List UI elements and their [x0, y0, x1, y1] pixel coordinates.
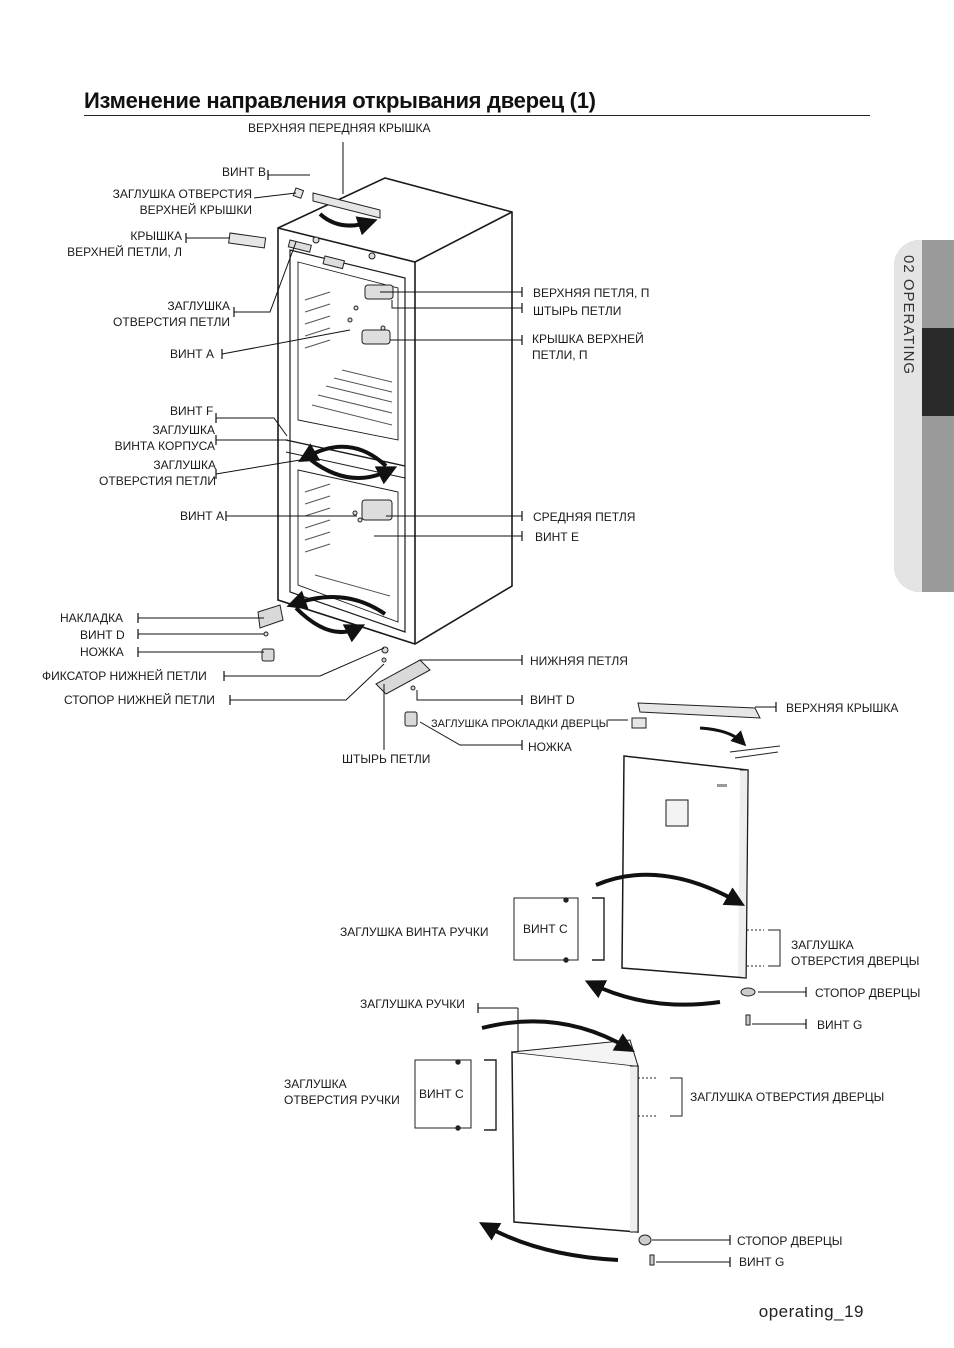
side-tab-inner: [894, 240, 922, 592]
bottom-hinge-assembly: [257, 604, 431, 727]
fridge-door: [511, 1039, 639, 1233]
label-cover-plate: НАКЛАДКА: [60, 611, 124, 625]
leader-ticks: [137, 170, 807, 1267]
door-hole-cap-bracket-2: [638, 1077, 683, 1266]
label-top-cover-hole-cap: ЗАГЛУШКА ОТВЕРСТИЯ ВЕРХНЕЙ КРЫШКИ: [112, 187, 252, 217]
label-hinge-pin: ШТЫРЬ ПЕТЛИ: [342, 752, 431, 766]
screw-c-box: [513, 897, 579, 961]
label-hinge-pin-2: ШТЫРЬ ПЕТЛИ: [533, 304, 622, 318]
label-leg-1: НОЖКА: [80, 645, 124, 659]
label-middle-hinge: СРЕДНЯЯ ПЕТЛЯ: [533, 510, 636, 524]
side-tab-label: 02 OPERATING: [900, 255, 917, 376]
label-door-gasket-cap: ЗАГЛУШКА ПРОКЛАДКИ ДВЕРЦЫ: [431, 718, 609, 730]
label-screw-c-1: ВИНТ C: [523, 922, 568, 936]
label-screw-f: ВИНТ F: [170, 404, 214, 418]
label-bottom-hinge-stopper: СТОПОР НИЖНЕЙ ПЕТЛИ: [64, 693, 215, 707]
fridge-cabinet: [277, 177, 513, 645]
rotation-arrows: [286, 212, 398, 643]
label-hinge-hole-cap-2: ЗАГЛУШКА ОТВЕРСТИЯ ПЕТЛИ: [99, 458, 216, 488]
label-top-cover: ВЕРХНЯЯ КРЫШКА: [786, 701, 899, 715]
title-rule: [84, 115, 870, 116]
top-front-cover: [228, 187, 381, 249]
label-leg-2: НОЖКА: [528, 740, 572, 754]
freezer-door: [621, 755, 749, 979]
handle-upper: [563, 897, 605, 963]
freezer-door-arrows: [584, 872, 745, 1007]
label-handle-screw-cap: ЗАГЛУШКА ВИНТА РУЧКИ: [340, 925, 489, 939]
label-screw-g-1: ВИНТ G: [817, 1018, 863, 1032]
top-hinge-parts: [287, 236, 394, 523]
door-hole-cap-bracket: [740, 929, 781, 1026]
label-screw-a-2: ВИНТ A: [180, 509, 224, 523]
label-handle-cap: ЗАГЛУШКА РУЧКИ: [360, 997, 465, 1011]
label-bottom-hinge: НИЖНЯЯ ПЕТЛЯ: [530, 654, 628, 668]
page-number: operating_19: [758, 1302, 864, 1321]
screw-c-box-2: [414, 1059, 472, 1129]
label-screw-d-1: ВИНТ D: [80, 628, 125, 642]
label-top-hinge-cover-r: КРЫШКА ВЕРХНЕЙ ПЕТЛИ, П: [532, 332, 644, 362]
label-door-hole-cap-1: ЗАГЛУШКА ОТВЕРСТИЯ ДВЕРЦЫ: [791, 938, 920, 968]
label-screw-b: ВИНТ B: [222, 165, 266, 179]
fridge-shelves: [304, 291, 393, 597]
label-screw-a-1: ВИНТ A: [170, 347, 214, 361]
label-screw-e: ВИНТ E: [535, 530, 579, 544]
page-title: Изменение направления открывания дверец …: [84, 88, 596, 113]
top-cover: [631, 702, 781, 759]
label-hinge-hole-cap: ЗАГЛУШКА ОТВЕРСТИЯ ПЕТЛИ: [113, 299, 230, 329]
label-top-front-cover: ВЕРХНЯЯ ПЕРЕДНЯЯ КРЫШКА: [248, 121, 431, 135]
label-screw-g-2: ВИНТ G: [739, 1255, 785, 1269]
label-screw-c-2: ВИНТ C: [419, 1087, 464, 1101]
label-handle-hole-cap: ЗАГЛУШКА ОТВЕРСТИЯ РУЧКИ: [284, 1077, 400, 1107]
label-door-stopper-2: СТОПОР ДВЕРЦЫ: [737, 1234, 843, 1248]
label-top-hinge-cover-l: КРЫШКА ВЕРХНЕЙ ПЕТЛИ, Л: [67, 229, 182, 259]
label-top-hinge-r: ВЕРХНЯЯ ПЕТЛЯ, П: [533, 286, 650, 300]
label-door-stopper-1: СТОПОР ДВЕРЦЫ: [815, 986, 921, 1000]
label-door-hole-cap-2: ЗАГЛУШКА ОТВЕРСТИЯ ДВЕРЦЫ: [690, 1090, 885, 1104]
side-tab-marker: [922, 328, 954, 416]
leader-lines: [138, 142, 806, 1263]
label-screw-d-2: ВИНТ D: [530, 693, 575, 707]
label-body-screw-cap: ЗАГЛУШКА ВИНТА КОРПУСА: [114, 423, 215, 453]
fridge-door-arrows: [479, 1019, 635, 1262]
label-bottom-hinge-lock: ФИКСАТОР НИЖНЕЙ ПЕТЛИ: [42, 669, 207, 683]
